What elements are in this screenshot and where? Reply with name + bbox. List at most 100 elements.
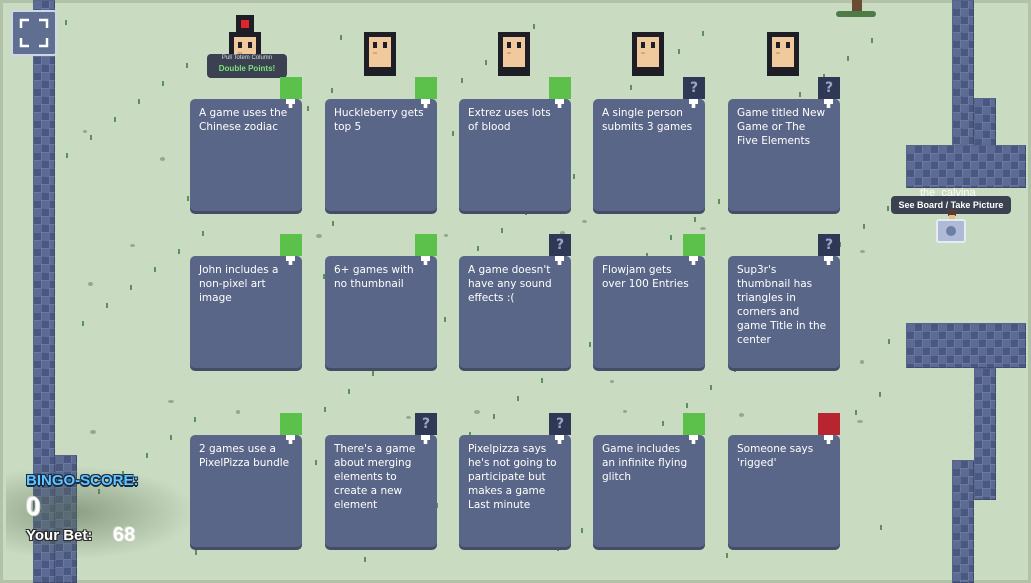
bingo-card-text: John includes a non-pixel art image — [199, 264, 279, 304]
grass-tuft — [469, 432, 471, 437]
bingo-card[interactable]: Pixelpizza says he's not going to partic… — [459, 435, 571, 547]
grass-tuft — [130, 285, 132, 290]
wall-left — [33, 0, 55, 583]
see-board-tooltip[interactable]: See Board / Take Picture — [891, 196, 1011, 214]
card-pin-icon — [286, 435, 295, 444]
grass-tuft — [170, 435, 172, 440]
bingo-card-text: Pixelpizza says he's not going to partic… — [468, 443, 557, 511]
bingo-card-text: Extrez uses lots of blood — [468, 107, 551, 133]
bingo-score-value: 0 — [26, 491, 41, 521]
grass-tuft — [324, 407, 326, 412]
question-icon: ? — [818, 77, 840, 99]
bingo-card[interactable]: Game titled New Game or The Five Element… — [728, 99, 840, 211]
bingo-score-label: BINGO-SCORE: — [26, 472, 139, 489]
fullscreen-button[interactable] — [11, 10, 57, 56]
card-pin-icon — [555, 99, 564, 108]
double-points-tooltip: Pull Totem Column Double Points! — [207, 54, 287, 78]
grass-tuft — [202, 231, 204, 236]
bingo-card[interactable]: A game doesn't have any sound effects :( — [459, 256, 571, 368]
tree-grass — [836, 11, 876, 17]
status-marker — [280, 234, 302, 256]
card-pin-icon — [689, 99, 698, 108]
grass-tuft — [541, 378, 543, 383]
grass-tuft — [194, 417, 196, 422]
card-pin-icon — [824, 99, 833, 108]
question-icon: ? — [683, 77, 705, 99]
pebble — [130, 244, 135, 247]
player-character[interactable] — [946, 210, 958, 222]
bingo-card[interactable]: A single person submits 3 games — [593, 99, 705, 211]
grass-tuft — [485, 60, 487, 65]
question-icon: ? — [818, 234, 840, 256]
grass-tuft — [686, 403, 688, 408]
pebble — [860, 360, 864, 364]
pebble — [316, 234, 322, 238]
grass-tuft — [323, 274, 325, 279]
pebble — [90, 430, 96, 434]
bingo-card[interactable]: A game uses the Chinese zodiac — [190, 99, 302, 211]
grass-tuft — [493, 414, 495, 419]
totem-face — [364, 32, 396, 76]
grass-tuft — [863, 224, 865, 229]
bingo-card-text: Sup3r's thumbnail has triangles in corne… — [737, 264, 827, 346]
bingo-card[interactable]: Flowjam gets over 100 Entries — [593, 256, 705, 368]
camera-icon[interactable] — [936, 219, 966, 243]
status-marker — [415, 234, 437, 256]
pebble — [160, 157, 165, 161]
pebble — [88, 282, 93, 286]
card-pin-icon — [286, 99, 295, 108]
grass-tuft — [66, 153, 68, 158]
wall-right-foot — [952, 460, 974, 583]
pebble — [406, 416, 411, 419]
card-pin-icon — [421, 99, 430, 108]
grass-tuft — [726, 553, 728, 558]
grass-tuft — [517, 396, 519, 401]
grass-tuft — [186, 63, 188, 68]
grass-tuft — [444, 317, 446, 322]
grass-tuft — [694, 217, 696, 222]
grass-tuft — [678, 49, 680, 54]
grass-tuft — [436, 503, 438, 508]
bingo-card[interactable]: Game includes an infinite flying glitch — [593, 435, 705, 547]
grass-tuft — [823, 74, 825, 79]
bingo-card-text: A single person submits 3 games — [602, 107, 693, 133]
grass-tuft — [662, 421, 664, 426]
pebble — [582, 220, 587, 223]
card-pin-icon — [824, 256, 833, 265]
grass-tuft — [573, 174, 575, 179]
totem-face — [632, 32, 664, 76]
bingo-card[interactable]: 2 games use a PixelPizza bundle — [190, 435, 302, 547]
pebble — [857, 420, 863, 423]
totem-face — [498, 32, 530, 76]
card-pin-icon — [689, 435, 698, 444]
bingo-card[interactable]: John includes a non-pixel art image — [190, 256, 302, 368]
double-points-label: Double Points! — [218, 64, 276, 73]
grass-tuft — [114, 117, 116, 122]
bingo-card[interactable]: Huckleberry gets top 5 — [325, 99, 437, 211]
grass-tuft — [646, 253, 648, 258]
bingo-card[interactable]: Someone says 'rigged' — [728, 435, 840, 547]
grass-tuft — [501, 228, 503, 233]
grass-tuft — [187, 196, 189, 201]
pebble — [444, 234, 448, 237]
bet-label: Your Bet: — [26, 527, 93, 544]
grass-tuft — [855, 410, 857, 415]
grass-tuft — [315, 460, 317, 465]
grass-tuft — [162, 81, 164, 86]
card-pin-icon — [689, 256, 698, 265]
pebble — [623, 410, 627, 413]
bingo-card[interactable]: There's a game about merging elements to… — [325, 435, 437, 547]
grass-tuft — [670, 235, 672, 240]
wall-right-mid — [906, 323, 1026, 368]
bingo-card[interactable]: 6+ games with no thumbnail — [325, 256, 437, 368]
pebble — [739, 413, 744, 417]
grass-tuft — [348, 389, 350, 394]
grass-tuft — [340, 35, 342, 40]
bingo-card[interactable]: Extrez uses lots of blood — [459, 99, 571, 211]
card-pin-icon — [421, 435, 430, 444]
grass-tuft — [871, 38, 873, 43]
pebble — [860, 250, 865, 253]
grass-tuft — [146, 453, 148, 458]
grass-tuft — [879, 392, 881, 397]
bingo-card[interactable]: Sup3r's thumbnail has triangles in corne… — [728, 256, 840, 368]
